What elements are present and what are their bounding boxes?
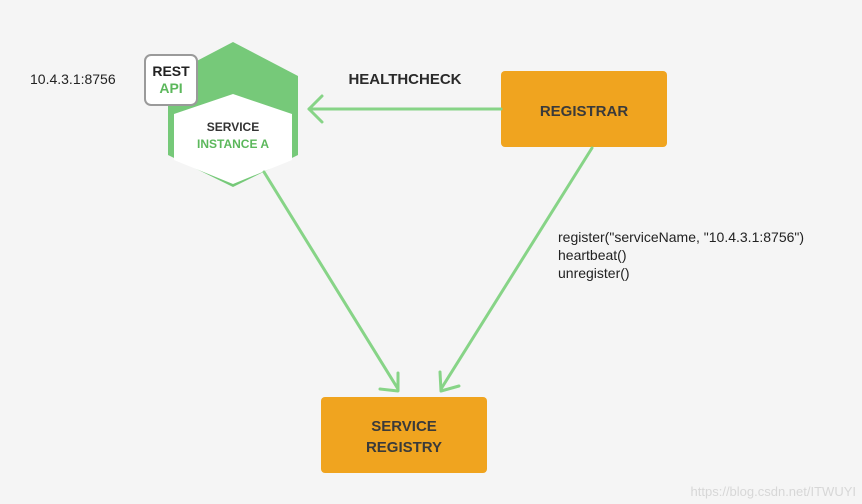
registrar-to-registry-arrowhead (438, 370, 461, 393)
healthcheck-arrowhead (307, 94, 324, 124)
rest-api-badge (144, 54, 198, 106)
service-registry-line2: REGISTRY (366, 439, 442, 456)
service-address: 10.4.3.1:8756 (30, 71, 116, 87)
rest-api-line1: REST (152, 63, 190, 79)
registrar-label: REGISTRAR (540, 103, 629, 120)
registrar-box (501, 71, 667, 147)
registrar-to-registry-arrow (439, 146, 594, 391)
watermark: https://blog.csdn.net/ITWUYI (690, 484, 856, 499)
service-instance-line2: INSTANCE A (197, 137, 269, 151)
rest-api-line2: API (159, 80, 182, 96)
api-call-heartbeat: heartbeat() (558, 247, 627, 263)
api-calls: register("serviceName, "10.4.3.1:8756") … (558, 228, 804, 282)
service-instance-hexagon-inner (174, 94, 292, 184)
service-registry-box (321, 397, 487, 473)
service-registry-line1: SERVICE (371, 418, 437, 435)
instance-to-registry-arrowhead (378, 371, 400, 393)
instance-to-registry-arrow (262, 170, 400, 391)
api-call-register: register("serviceName, "10.4.3.1:8756") (558, 229, 805, 245)
api-call-unregister: unregister() (558, 265, 630, 281)
service-instance-line1: SERVICE (207, 120, 259, 134)
healthcheck-label: HEALTHCHECK (348, 71, 461, 88)
